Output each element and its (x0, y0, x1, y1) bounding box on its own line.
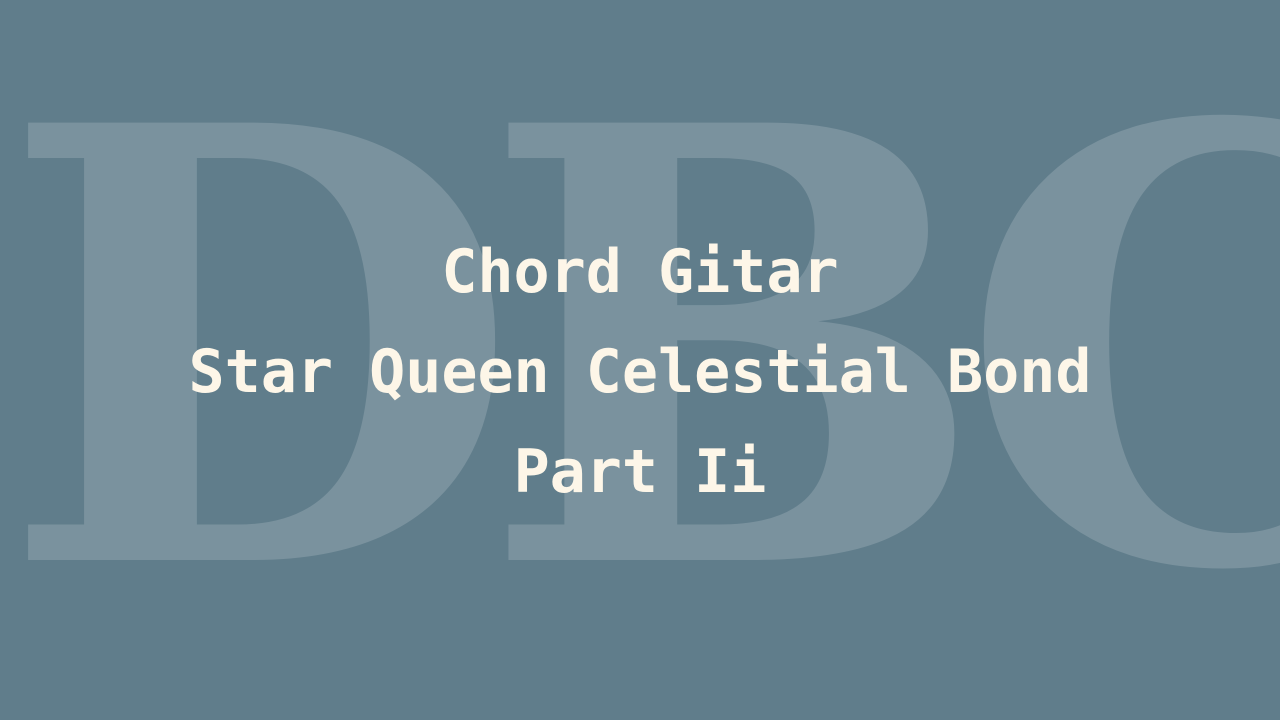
background-watermark-logo: DBC (0, 0, 1280, 702)
title-line-1: Chord Gitar (441, 237, 839, 307)
thumbnail-title: Chord Gitar Star Queen Celestial Bond Pa… (0, 222, 1280, 522)
title-line-2: Star Queen Celestial Bond (188, 337, 1092, 407)
title-line-3: Part Ii (513, 437, 767, 507)
